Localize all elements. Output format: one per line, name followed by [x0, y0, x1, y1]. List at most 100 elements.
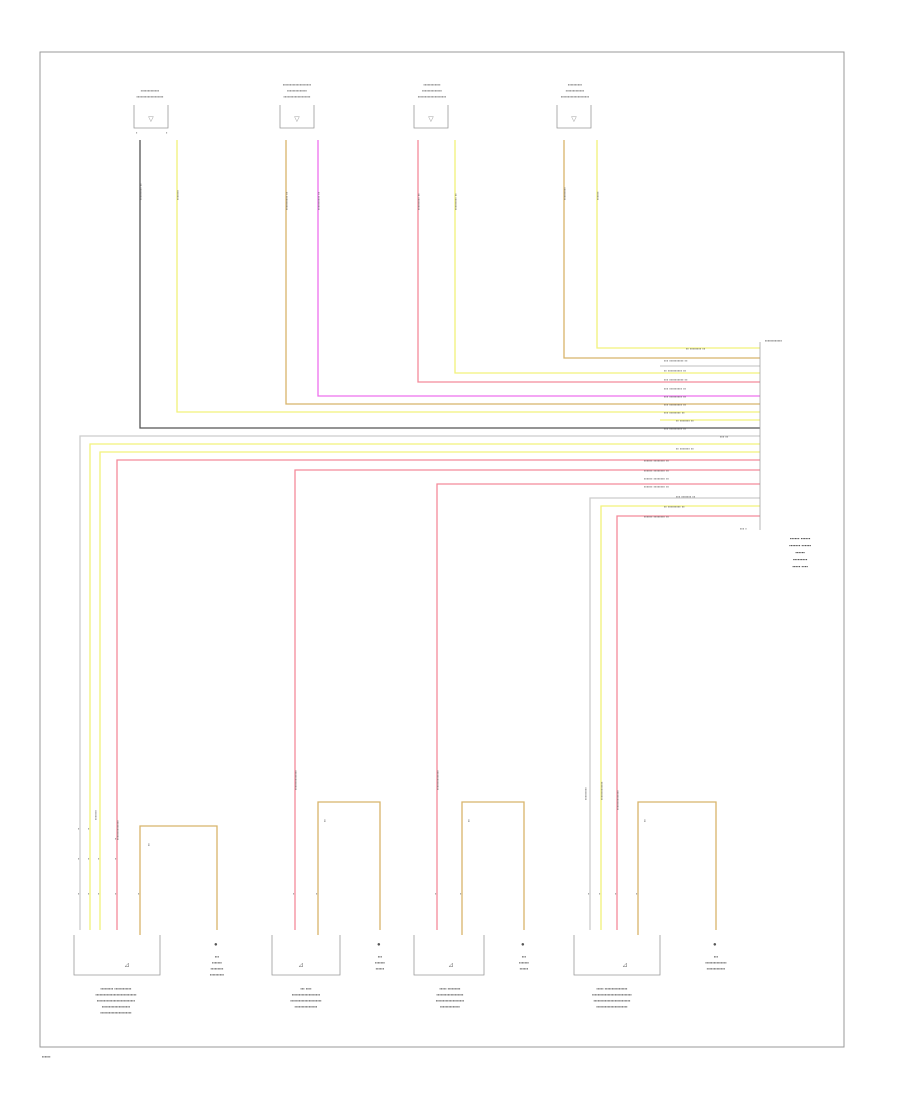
svg-text:▪: ▪: [88, 856, 90, 861]
svg-text:▪▪▪▪▪ ▪▪▪▪▪▪▪▪▪: ▪▪▪▪▪ ▪▪▪▪▪▪▪▪▪: [440, 986, 462, 991]
sensor-icon: ▽: [428, 116, 434, 123]
svg-text:▪▪▪▪▪▪▪▪▪▪▪▪: ▪▪▪▪▪▪▪▪▪▪▪▪: [765, 338, 783, 343]
svg-text:▪▪▪ ▪: ▪▪▪ ▪: [740, 526, 747, 531]
svg-text:▪▪▪▪▪▪▪▪▪▪▪▪▪▪: ▪▪▪▪▪▪▪▪▪▪▪▪▪▪: [422, 88, 442, 93]
svg-text:▪▪▪▪▪▪▪▪▪▪▪▪▪▪: ▪▪▪▪▪▪▪▪▪▪▪▪▪▪: [615, 790, 620, 810]
svg-text:▪▪▪▪▪▪▪▪▪▪: ▪▪▪▪▪▪▪▪▪▪: [568, 82, 583, 87]
svg-text:▪: ▪: [115, 856, 117, 861]
svg-text:▪▪▪▪▪▪▪▪▪▪▪▪▪: ▪▪▪▪▪▪▪▪▪▪▪▪▪: [141, 88, 160, 93]
ground-icon: ●: [713, 942, 717, 948]
svg-text:▪▪▪▪▪▪ ▪▪▪▪▪▪▪▪ ▪▪: ▪▪▪▪▪▪ ▪▪▪▪▪▪▪▪ ▪▪: [644, 458, 669, 463]
svg-text:▪▪▪: ▪▪▪: [714, 954, 719, 959]
svg-text:▪: ▪: [136, 130, 138, 135]
svg-text:▪▪▪▪▪▪▪▪▪▪▪▪▪▪▪▪▪▪▪▪▪▪▪▪▪▪▪▪▪: ▪▪▪▪▪▪▪▪▪▪▪▪▪▪▪▪▪▪▪▪▪▪▪▪▪▪▪▪▪: [95, 992, 137, 997]
svg-text:▪▪▪▪▪ ▪▪▪▪: ▪▪▪▪▪ ▪▪▪▪: [792, 564, 808, 569]
svg-text:▪▪▪▪▪▪▪▪▪: ▪▪▪▪▪▪▪▪▪: [562, 187, 567, 200]
svg-text:▪: ▪: [435, 891, 437, 896]
svg-text:▪: ▪: [98, 891, 100, 896]
svg-text:▪▪▪▪▪▪▪: ▪▪▪▪▪▪▪: [519, 960, 530, 965]
lower-wires: [79, 435, 760, 935]
svg-text:▪▪▪▪▪▪▪▪▪▪▪▪▪▪▪▪▪▪▪▪▪▪: ▪▪▪▪▪▪▪▪▪▪▪▪▪▪▪▪▪▪▪▪▪▪: [100, 1010, 132, 1015]
svg-text:▪▪▪▪▪▪▪▪▪▪ ▪▪: ▪▪▪▪▪▪▪▪▪▪ ▪▪: [284, 191, 289, 210]
svg-text:▪▪▪ ▪▪▪▪▪▪▪▪ ▪▪: ▪▪▪ ▪▪▪▪▪▪▪▪ ▪▪: [664, 410, 685, 415]
svg-text:▪▪▪▪▪▪▪▪▪▪▪▪▪▪▪▪▪▪▪▪: ▪▪▪▪▪▪▪▪▪▪▪▪▪▪▪▪▪▪▪▪: [283, 82, 312, 87]
svg-text:▪▪▪▪▪▪▪▪▪▪▪▪▪▪▪▪▪▪▪: ▪▪▪▪▪▪▪▪▪▪▪▪▪▪▪▪▪▪▪: [437, 992, 465, 997]
svg-text:▪▪▪ ▪▪: ▪▪▪ ▪▪: [720, 434, 729, 439]
top-sensor-1: ▪▪▪▪▪▪▪▪▪▪▪▪▪ ▪▪▪▪▪▪▪▪▪▪▪▪▪▪▪▪▪▪▪ ▽ ▪▪: [133, 88, 169, 135]
svg-text:▪▪▪▪▪▪▪▪▪: ▪▪▪▪▪▪▪▪▪: [211, 966, 224, 971]
svg-text:▪▪▪▪▪▪▪: ▪▪▪▪▪▪▪: [93, 809, 98, 820]
svg-text:▪▪: ▪▪: [642, 819, 647, 822]
lower-wire-labels: ▪▪▪▪▪▪▪ ▪▪▪▪▪▪▪▪▪▪▪▪▪▪ ▪▪▪▪▪▪▪▪▪▪▪▪▪▪ ▪▪…: [93, 770, 647, 846]
main-connector: ▪▪▪▪▪▪▪▪▪▪▪▪ ▪▪ ▪▪▪▪▪▪▪▪ ▪▪ ▪▪▪ ▪▪▪▪▪▪▪▪…: [644, 338, 811, 569]
svg-text:▪▪▪▪▪▪▪▪▪▪▪▪▪▪▪▪▪▪▪▪: ▪▪▪▪▪▪▪▪▪▪▪▪▪▪▪▪▪▪▪▪: [436, 998, 465, 1003]
ground-icon: ●: [521, 942, 525, 948]
ground-2: ● ▪▪▪▪▪▪▪▪▪▪▪▪▪▪▪▪: [375, 942, 386, 971]
bottom-sensor-1: ⊿ ▪▪▪▪▪▪▪▪▪ ▪▪▪▪▪▪▪▪▪▪▪▪ ▪▪▪▪▪▪▪▪▪▪▪▪▪▪▪…: [73, 935, 161, 1015]
svg-text:▪▪▪▪▪▪▪▪▪▪▪▪▪▪: ▪▪▪▪▪▪▪▪▪▪▪▪▪▪: [287, 88, 307, 93]
diagram-id: ▪▪▪▪▪▪: [42, 1054, 51, 1059]
svg-text:▪▪▪ ▪▪▪▪▪▪▪▪▪▪ ▪▪: ▪▪▪ ▪▪▪▪▪▪▪▪▪▪ ▪▪: [664, 377, 688, 382]
svg-text:▪: ▪: [166, 130, 168, 135]
svg-text:▪▪▪▪▪▪▪▪▪▪▪▪▪▪: ▪▪▪▪▪▪▪▪▪▪▪▪▪▪: [115, 820, 120, 840]
svg-text:▪▪▪ ▪▪▪▪▪▪▪▪▪ ▪▪: ▪▪▪ ▪▪▪▪▪▪▪▪▪ ▪▪: [664, 394, 687, 399]
svg-text:▪▪▪▪▪▪▪▪▪▪▪▪▪: ▪▪▪▪▪▪▪▪▪▪▪▪▪: [566, 88, 585, 93]
svg-text:▪▪▪ ▪▪▪▪▪▪▪▪▪ ▪▪: ▪▪▪ ▪▪▪▪▪▪▪▪▪ ▪▪: [664, 402, 687, 407]
svg-text:▪▪▪▪▪▪ ▪▪▪▪▪▪▪▪ ▪▪: ▪▪▪▪▪▪ ▪▪▪▪▪▪▪▪ ▪▪: [644, 476, 669, 481]
svg-text:▪▪: ▪▪: [466, 819, 471, 822]
svg-text:▪▪▪▪▪▪▪▪▪▪▪▪▪▪▪▪▪▪▪: ▪▪▪▪▪▪▪▪▪▪▪▪▪▪▪▪▪▪▪: [284, 94, 312, 99]
svg-text:▪▪▪▪▪▪▪▪▪▪▪▪▪▪▪▪▪▪▪▪▪▪▪▪▪▪▪: ▪▪▪▪▪▪▪▪▪▪▪▪▪▪▪▪▪▪▪▪▪▪▪▪▪▪▪: [97, 998, 136, 1003]
svg-text:▪▪▪▪▪▪▪▪▪▪▪▪▪▪: ▪▪▪▪▪▪▪▪▪▪▪▪▪▪: [440, 1004, 460, 1009]
top-sensor-3: ▪▪▪▪▪▪▪▪▪▪▪▪ ▪▪▪▪▪▪▪▪▪▪▪▪▪▪ ▪▪▪▪▪▪▪▪▪▪▪▪…: [413, 82, 449, 129]
svg-text:▪▪▪▪▪▪▪▪▪▪ ▪▪: ▪▪▪▪▪▪▪▪▪▪ ▪▪: [316, 191, 321, 210]
top-sensor-2: ▪▪▪▪▪▪▪▪▪▪▪▪▪▪▪▪▪▪▪▪ ▪▪▪▪▪▪▪▪▪▪▪▪▪▪ ▪▪▪▪…: [279, 82, 315, 129]
svg-text:▪: ▪: [115, 836, 117, 841]
svg-text:▪▪▪▪▪▪▪▪▪▪▪▪▪: ▪▪▪▪▪▪▪▪▪▪▪▪▪: [707, 966, 726, 971]
svg-text:▪: ▪: [78, 856, 80, 861]
svg-text:▪▪▪ ▪▪▪▪▪▪▪ ▪▪: ▪▪▪ ▪▪▪▪▪▪▪ ▪▪: [676, 494, 696, 499]
svg-text:▪▪▪▪▪▪▪▪▪ ▪▪: ▪▪▪▪▪▪▪▪▪ ▪▪: [453, 193, 458, 210]
svg-text:▪▪▪▪▪▪▪▪▪▪▪▪▪▪▪▪▪▪▪▪▪▪: ▪▪▪▪▪▪▪▪▪▪▪▪▪▪▪▪▪▪▪▪▪▪: [596, 1004, 628, 1009]
svg-text:▪▪▪▪▪▪▪▪▪▪▪▪▪: ▪▪▪▪▪▪▪▪▪▪▪▪▪: [599, 781, 604, 800]
svg-text:▪▪▪ ▪▪▪▪▪▪▪▪▪▪ ▪▪: ▪▪▪ ▪▪▪▪▪▪▪▪▪▪ ▪▪: [664, 358, 688, 363]
ground-4: ● ▪▪▪▪▪▪▪▪▪▪▪▪▪▪▪▪▪▪▪▪▪▪▪▪▪▪▪▪▪▪▪: [705, 942, 727, 971]
svg-text:▪▪▪ ▪▪▪▪▪▪▪▪▪ ▪▪: ▪▪▪ ▪▪▪▪▪▪▪▪▪ ▪▪: [664, 386, 687, 391]
ground-icon: ●: [214, 942, 218, 948]
svg-text:▪▪▪▪▪▪▪▪▪▪▪▪▪▪▪▪▪▪▪▪: ▪▪▪▪▪▪▪▪▪▪▪▪▪▪▪▪▪▪▪▪: [102, 1004, 131, 1009]
svg-text:▪▪▪▪▪▪▪: ▪▪▪▪▪▪▪: [375, 960, 386, 965]
svg-text:▪▪▪▪▪▪▪▪▪▪▪▪▪▪▪▪▪▪▪▪▪▪: ▪▪▪▪▪▪▪▪▪▪▪▪▪▪▪▪▪▪▪▪▪▪: [290, 998, 322, 1003]
svg-text:▪▪▪: ▪▪▪: [378, 954, 383, 959]
svg-text:▪▪▪▪▪▪▪▪▪▪▪▪▪▪▪▪▪▪▪▪▪▪▪▪▪▪▪▪: ▪▪▪▪▪▪▪▪▪▪▪▪▪▪▪▪▪▪▪▪▪▪▪▪▪▪▪▪: [592, 992, 632, 997]
svg-text:▪: ▪: [78, 826, 80, 831]
svg-text:▪▪▪▪▪▪: ▪▪▪▪▪▪: [376, 966, 385, 971]
svg-text:▪▪: ▪▪: [322, 819, 327, 822]
svg-text:▪▪▪▪▪▪: ▪▪▪▪▪▪: [795, 550, 805, 555]
top-sensor-4: ▪▪▪▪▪▪▪▪▪▪ ▪▪▪▪▪▪▪▪▪▪▪▪▪ ▪▪▪▪▪▪▪▪▪▪▪▪▪▪▪…: [556, 82, 592, 129]
svg-text:▪: ▪: [636, 891, 638, 896]
sensor-icon: ⊿: [622, 962, 628, 969]
svg-text:▪▪▪▪▪▪▪▪▪▪▪▪: ▪▪▪▪▪▪▪▪▪▪▪▪: [423, 82, 441, 87]
sensor-icon: ▽: [294, 116, 300, 123]
svg-text:▪: ▪: [78, 891, 80, 896]
svg-text:▪: ▪: [88, 826, 90, 831]
svg-text:▪▪▪▪▪▪▪: ▪▪▪▪▪▪▪: [175, 189, 180, 200]
svg-text:▪: ▪: [615, 891, 617, 896]
svg-text:▪▪▪▪▪▪▪▪▪▪▪▪▪▪▪: ▪▪▪▪▪▪▪▪▪▪▪▪▪▪▪: [705, 960, 727, 965]
svg-text:▪▪ ▪▪▪▪▪▪▪▪▪ ▪▪: ▪▪ ▪▪▪▪▪▪▪▪▪ ▪▪: [664, 504, 685, 509]
svg-text:▪▪▪▪▪▪▪▪▪: ▪▪▪▪▪▪▪▪▪: [793, 557, 808, 562]
bottom-pin-stubs: ▪▪▪ ▪▪▪▪ ▪▪▪▪▪ ▪▪ ▪▪ ▪▪▪▪: [78, 826, 638, 896]
svg-text:▪: ▪: [88, 891, 90, 896]
svg-text:▪▪ ▪▪▪▪▪▪▪▪ ▪▪: ▪▪ ▪▪▪▪▪▪▪▪ ▪▪: [686, 346, 706, 351]
svg-text:▪▪▪▪▪▪▪▪▪: ▪▪▪▪▪▪▪▪▪: [583, 787, 588, 800]
svg-text:▪▪ ▪▪▪▪▪▪▪▪▪▪ ▪▪: ▪▪ ▪▪▪▪▪▪▪▪▪▪ ▪▪: [664, 368, 687, 373]
svg-text:▪▪▪▪▪▪▪▪▪▪: ▪▪▪▪▪▪▪▪▪▪: [210, 972, 225, 977]
ground-1: ● ▪▪▪▪▪▪▪▪▪▪▪▪▪▪▪▪▪▪▪▪▪▪▪▪▪▪▪▪▪: [210, 942, 225, 977]
svg-text:▪: ▪: [316, 891, 318, 896]
svg-text:▪▪▪▪▪▪▪▪▪ ▪▪: ▪▪▪▪▪▪▪▪▪ ▪▪: [138, 183, 143, 200]
svg-text:▪▪▪ ▪▪▪▪: ▪▪▪ ▪▪▪▪: [300, 986, 312, 991]
svg-text:▪▪▪▪▪▪▪▪▪▪▪▪▪▪▪▪: ▪▪▪▪▪▪▪▪▪▪▪▪▪▪▪▪: [295, 1004, 318, 1009]
svg-text:▪▪: ▪▪: [146, 843, 151, 846]
ground-icon: ●: [377, 942, 381, 948]
upper-wires: [139, 140, 760, 429]
